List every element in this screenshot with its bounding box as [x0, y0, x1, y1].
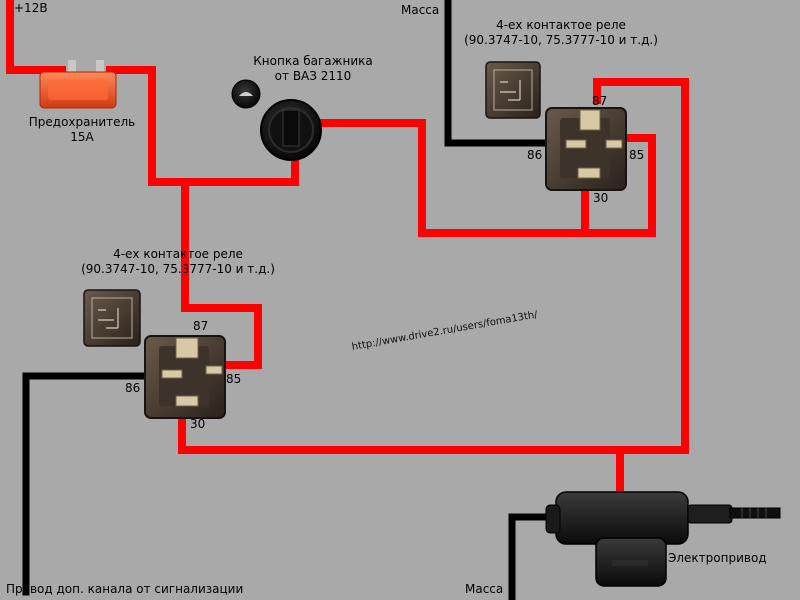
trunk-button-small-icon: [231, 79, 261, 109]
relay-pinout-bottom-icon: [83, 289, 141, 347]
wire-top-relay-86-to-massa: [444, 0, 552, 147]
wire-top-relay-87-to-actuator: [593, 78, 689, 496]
actuator-label: Электропривод: [668, 551, 767, 565]
relay-bottom-icon: [144, 335, 226, 419]
relay-bottom-pin-87: 87: [193, 319, 209, 333]
fuse-rating-label: 15А: [70, 130, 94, 144]
massa-top-label: Масса: [401, 3, 440, 17]
fuse-label-line1: Предохранитель: [28, 115, 136, 129]
relay-bottom-title-line1: 4-ех контактое реле: [113, 247, 243, 261]
relay-top-icon: [545, 107, 627, 191]
fuse-label: Предохранитель 15А: [27, 115, 137, 145]
wire-bottom-relay-30-to-actuator: [178, 414, 624, 454]
relay-bottom-pin-86: 86: [125, 381, 141, 395]
fuse-icon: [39, 60, 117, 109]
trunk-button-label: Кнопка багажника от ВАЗ 2110: [248, 54, 378, 84]
relay-top-pin-86: 86: [527, 148, 543, 162]
relay-bottom-title-line2: (90.3747-10, 75.3777-10 и т.д.): [81, 262, 275, 276]
relay-top-title: 4-ех контактое реле (90.3747-10, 75.3777…: [456, 18, 666, 48]
wire-plus12-to-fuse: [6, 0, 66, 74]
wire-actuator-to-massa: [508, 513, 552, 600]
relay-pinout-top-icon: [485, 61, 541, 119]
trunk-button-label-line1: Кнопка багажника: [253, 54, 373, 68]
relay-top-pin-85: 85: [629, 148, 645, 162]
trunk-button-icon: [260, 99, 322, 161]
wire-fuse-to-junction: [106, 66, 189, 186]
wire-button-to-top-relay: [318, 119, 656, 237]
wire-bottom-relay-87-to-85: [181, 304, 262, 369]
trunk-button-label-line2: от ВАЗ 2110: [274, 69, 352, 83]
relay-top-title-line2: (90.3747-10, 75.3777-10 и т.д.): [464, 33, 658, 47]
relay-top-title-line1: 4-ех контактое реле: [496, 18, 626, 32]
relay-bottom-title: 4-ех контактое реле (90.3747-10, 75.3777…: [73, 247, 283, 277]
relay-bottom-pin-30: 30: [190, 417, 206, 431]
wire-bottom-relay-86-to-alarm: [22, 372, 149, 596]
relay-bottom-pin-85: 85: [226, 372, 242, 386]
massa-bottom-label: Масса: [465, 582, 504, 596]
plus12-label: +12В: [14, 1, 48, 15]
actuator-icon: [545, 491, 781, 587]
alarm-channel-label: Провод доп. канала от сигнализации: [6, 582, 244, 596]
relay-top-pin-30: 30: [593, 191, 609, 205]
relay-top-pin-87: 87: [592, 94, 608, 108]
black-wires: [22, 0, 552, 600]
red-wires: [6, 0, 689, 496]
